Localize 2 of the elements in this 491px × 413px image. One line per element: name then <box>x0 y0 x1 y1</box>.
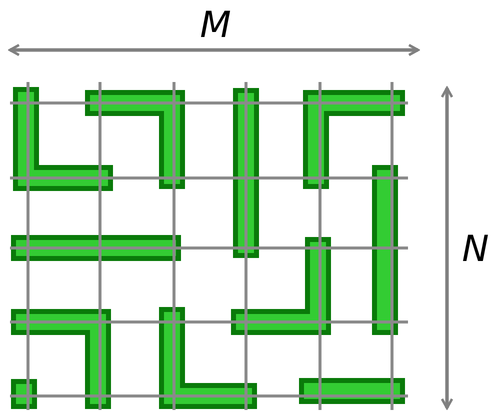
dimension-label: M <box>200 6 232 46</box>
dimension-label: N <box>462 230 489 270</box>
